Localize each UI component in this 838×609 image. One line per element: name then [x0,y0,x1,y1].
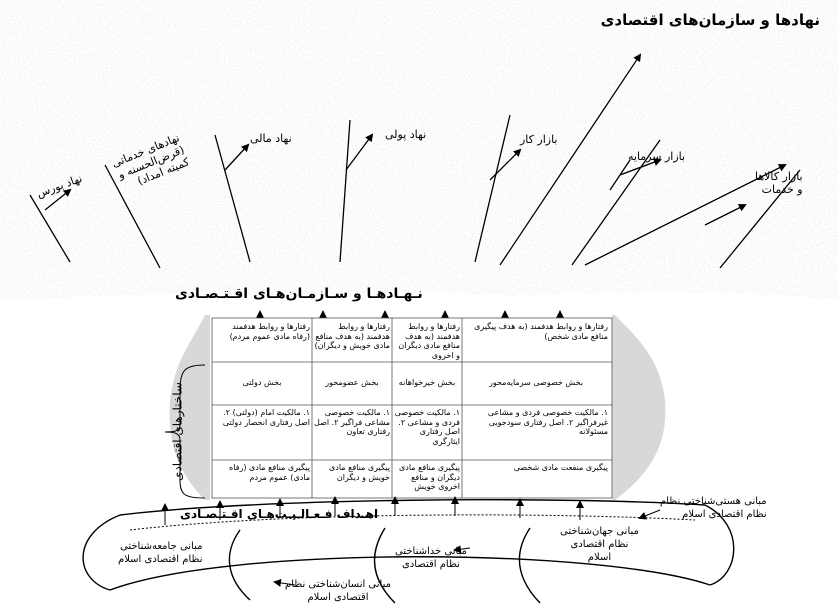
branch-label-goods-services: بازار کالاها و خدمات [755,170,803,196]
cell-r3-c1: پیگیری منافع مادی دیگران و منافع اخروی خ… [399,463,460,491]
branch-label-financial: نهاد مالی [250,132,292,145]
branch-label-capital-market: بازار سرمایه [628,150,686,163]
cell-r0-c2: رفتارها و روابط هدفمند (به هدف منافع ماد… [314,322,390,350]
foundation-label-sociological: مبانی جامعه‌شناختی نظام اقتصادی اسلام [118,541,203,565]
goals-label: اهـداف فـعـالـیـت‌هـای اقـتـصـادی [180,507,379,521]
branch-label-labor-market: بازار کار [520,133,558,146]
cell-r1-c0: بخش خصوصی سرمایه‌محور [489,378,583,387]
background-texture [0,0,838,302]
branch-label-monetary: نهاد پولی [385,128,427,141]
side-label: ساختارهای اقتصادی [170,382,185,481]
foundation-label-anthropological: مبانی انسان‌شناختی نظام اقتصادی اسلام [285,579,391,603]
cell-r2-c3: ۱. مالکیت امام (دولتی) ۲. اصل رفتاری انح… [222,408,310,427]
foundation-label-ontological: مبانی هستی‌شناختی نظام نظام اقتصادی اسلا… [660,496,767,520]
cell-r3-c0: پیگیری منفعت مادی شخصی [513,463,608,472]
side-brace [164,364,206,499]
cell-r0-c0: رفتارها و روابط هدفمند (به هدف پیگیری من… [474,322,608,341]
cell-r1-c3: بخش دولتی [242,378,282,387]
band-title: نـهـادهـا و سـازمـان‌هـای اقـتـصـادی [175,286,423,302]
foundation-label-theological: مبانی خداشناختی نظام اقتصادی [395,546,467,570]
table-side-texture-right [612,315,666,500]
title-top: نهادها و سازمان‌های اقتصادی [600,11,820,29]
cell-r1-c2: بخش عضومحور [325,378,379,387]
cell-r3-c3: پیگیری منافع مادی (رفاه مادی) عموم مردم [229,463,310,482]
foundation-label-cosmological: مبانی جهان‌شناختی نظام اقتصادی اسلام [560,526,639,563]
tube-up-arrows [161,496,584,525]
branch-lines [29,53,801,269]
cell-r2-c1: ۱. مالکیت خصوصی فردی و مشاعی ۲. اصل رفتا… [394,408,460,446]
cell-r1-c1: بخش خیرخواهانه [398,378,456,387]
cell-r0-c3: رفتارها و روابط هدفمند (رفاه مادی عموم م… [229,322,310,341]
cell-r0-c1: رفتارها و روابط هدفمند (به هدف منافع ماد… [398,322,460,360]
cell-r3-c2: پیگیری منافع مادی خویش و دیگران [329,463,390,482]
foundation-leaders [273,509,661,587]
foundation-tube [82,499,735,604]
cell-r2-c0: ۱. مالکیت خصوصی فردی و مشاعی غیرفراگیر ۲… [487,408,608,436]
table-grid [211,317,613,499]
cell-r2-c2: ۱. مالکیت خصوصی مشاعی فراگیر ۲. اصل رفتا… [314,408,390,436]
